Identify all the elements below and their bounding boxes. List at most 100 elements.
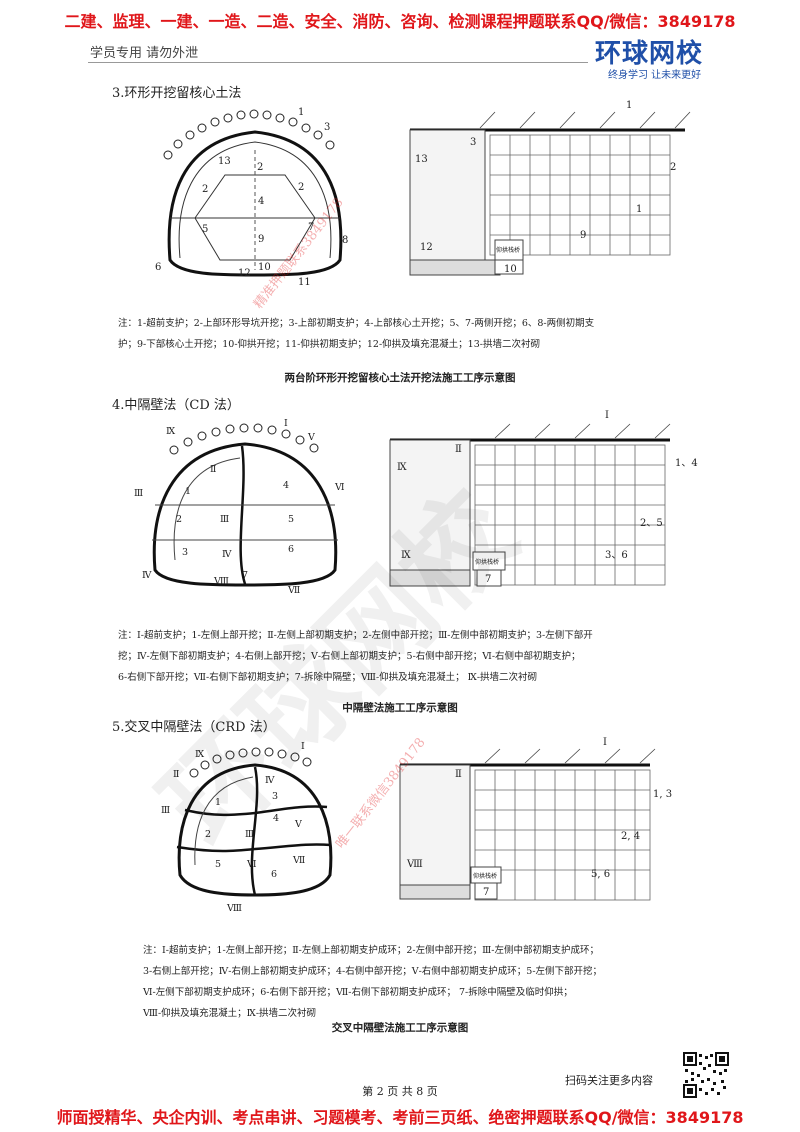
section-title-3: 3.环形开挖留核心土法 [112, 86, 242, 101]
diagram-label: 1、4 [675, 458, 698, 469]
diagram-label: 12 [420, 242, 433, 253]
notes-section-3: 注：1-超前支护；2-上部环形导坑开挖；3-上部初期支护；4-上部核心土开挖；5… [118, 313, 698, 355]
bottom-banner: 师面授精华、央企内训、考点串讲、习题模考、考前三页纸、绝密押题联系QQ/微信：3… [56, 1108, 744, 1127]
diagram-cd-cross-section: Ⅸ Ⅰ Ⅴ Ⅱ 1 4 Ⅲ Ⅵ 2 Ⅲ 5 3 Ⅳ 6 Ⅳ Ⅷ 7 Ⅶ [134, 418, 345, 596]
diagram-label: Ⅵ [246, 859, 257, 870]
diagram-label: 10 [258, 262, 271, 273]
diagram-label: 仰拱栈桥 [473, 872, 497, 880]
logo-slogan: 终身学习 让未来更好 [608, 70, 702, 81]
diagram-label: Ⅱ [455, 444, 462, 455]
diagram-label: Ⅲ [245, 829, 254, 840]
notes-section-5: 注：Ⅰ-超前支护；1-左侧上部开挖；Ⅱ-左侧上部初期支护成环；2-左侧中部开挖；… [143, 940, 703, 1024]
diagram-label: 1 [185, 486, 191, 497]
diagram-ring-longitudinal: 1 3 13 2 1 9 12 仰拱栈桥 10 [409, 100, 691, 276]
diagram-label: 5 [215, 859, 221, 870]
diagram-label: 1 [636, 204, 642, 215]
diagram-label: 4 [273, 813, 279, 824]
diagram-label: 4 [258, 196, 264, 207]
diagram-label: 5 [288, 514, 294, 525]
diagram-label: 13 [415, 154, 428, 165]
diagram-label: 5, 6 [591, 869, 610, 880]
diagram-label: Ⅲ [220, 514, 229, 525]
diagram-label: 6 [155, 262, 161, 273]
diagram-label: 1, 3 [653, 789, 672, 800]
diagram-label: 仰拱栈桥 [475, 558, 499, 566]
diagram-label: 2, 4 [621, 831, 640, 842]
page-number: 第 2 页 共 8 页 [362, 1085, 438, 1098]
diagram-label: 3 [182, 547, 188, 558]
diagram-label: Ⅷ [226, 903, 242, 914]
diagram-label: Ⅰ [605, 410, 609, 421]
diagram-label: 7 [242, 570, 248, 581]
diagram-label: 8 [342, 235, 348, 246]
diagram-label: 2 [670, 162, 676, 173]
diagram-label: 7 [308, 222, 314, 233]
scan-prompt: 扫码关注更多内容 [565, 1074, 653, 1087]
diagram-label: 2 [205, 829, 211, 840]
note-line: 注：Ⅰ-超前支护；1-左侧上部开挖；Ⅱ-左侧上部初期支护；2-左侧中部开挖；Ⅲ-… [118, 630, 593, 641]
diagram-label: 2 [176, 514, 182, 525]
diagram-label: 2 [202, 184, 208, 195]
diagram-label: Ⅷ [213, 576, 229, 587]
diagram-label: Ⅲ [161, 805, 170, 816]
diagram-label: Ⅶ [292, 855, 305, 866]
diagram-label: Ⅷ [406, 859, 423, 870]
diagram-label: 9 [580, 230, 586, 241]
diagram-label: Ⅸ [166, 426, 176, 437]
note-line: 挖；Ⅳ-左侧下部初期支护；4-右侧上部开挖；Ⅴ-右侧上部初期支护；5-右侧中部开… [118, 651, 581, 662]
diagram-label: 2 [257, 162, 263, 173]
diagram-label: Ⅵ [334, 482, 345, 493]
diagram-label: 13 [218, 156, 231, 167]
diagram-label: 10 [504, 264, 517, 275]
d1c-label: 1 [298, 107, 304, 118]
diagram-ring-cross-section: 1 3 13 2 2 2 4 5 7 9 8 6 12 10 11 [155, 107, 348, 288]
caption-section-3: 两台阶环形开挖留核心土法开挖法施工工序示意图 [284, 372, 516, 384]
diagram-label: 4 [283, 480, 289, 491]
diagram-label: Ⅶ [287, 585, 300, 596]
qr-code-icon[interactable] [683, 1052, 729, 1098]
diagram-label: 仰拱栈桥 [496, 246, 520, 254]
diagram-label: Ⅰ [284, 418, 288, 429]
diagram-label: 3 [324, 122, 330, 133]
header-notice: 学员专用 请勿外泄 [90, 46, 199, 61]
diagram-label: 2、5 [640, 518, 663, 529]
diagram-label: 1 [215, 797, 221, 808]
diagram-label: Ⅰ [603, 737, 607, 748]
diagram-label: Ⅳ [265, 775, 275, 786]
diagram-label: 12 [238, 268, 251, 279]
diagram-label: 3、6 [605, 550, 628, 561]
diagram-label: 6 [288, 544, 294, 555]
logo-text: 环球网校 [595, 39, 704, 69]
diagram-label: 2 [298, 182, 304, 193]
diagram-label: Ⅸ [195, 749, 205, 760]
note-line: 6-右侧下部开挖；Ⅶ-右侧下部初期支护；7-拆除中隔壁；Ⅷ-仰拱及填充混凝土； … [118, 672, 538, 683]
diagram-label: Ⅱ [210, 464, 216, 475]
note-line: Ⅷ-仰拱及填充混凝土；Ⅸ-拱墙二次衬砌 [143, 1008, 317, 1019]
note-line: 3-右侧上部开挖；Ⅳ-右侧上部初期支护成环；4-右侧中部开挖；Ⅴ-右侧中部初期支… [143, 966, 603, 977]
diagram-label: 7 [485, 574, 491, 585]
caption-section-5: 交叉中隔壁法施工工序示意图 [331, 1022, 469, 1034]
diagram-label: Ⅳ [142, 570, 152, 581]
section-title-4: 4.中隔壁法（CD 法） [112, 398, 240, 413]
diagram-cd-longitudinal: Ⅰ Ⅱ 1、4 Ⅸ 2、5 3、6 Ⅸ 仰拱栈桥 7 [389, 410, 698, 587]
diagram-label: 6 [271, 869, 277, 880]
diagram-label: Ⅴ [307, 432, 315, 443]
diagram-label: Ⅸ [397, 462, 407, 473]
top-banner: 二建、监理、一建、一造、二造、安全、消防、咨询、检测课程押题联系QQ/微信：38… [64, 12, 736, 31]
diagram-label: 3 [272, 791, 278, 802]
note-line: 注：1-超前支护；2-上部环形导坑开挖；3-上部初期支护；4-上部核心土开挖；5… [118, 318, 595, 329]
caption-section-4: 中隔壁法施工工序示意图 [342, 702, 458, 714]
diagram-label: 9 [258, 234, 264, 245]
note-line: 注：Ⅰ-超前支护；1-左侧上部开挖；Ⅱ-左侧上部初期支护成环；2-左侧中部开挖；… [143, 945, 600, 956]
diagram-label: 5 [202, 224, 208, 235]
diagram-label: Ⅲ [134, 488, 143, 499]
section-title-5: 5.交叉中隔壁法（CRD 法） [112, 720, 276, 735]
note-line: 护；9-下部核心土开挖；10-仰拱开挖；11-仰拱初期支护；12-仰拱及填充混凝… [118, 339, 540, 350]
diagram-label: 11 [298, 277, 311, 288]
diagram-crd-longitudinal: Ⅰ Ⅱ 1, 3 2, 4 5, 6 Ⅷ 仰拱栈桥 7 [399, 737, 672, 901]
diagram-label: Ⅴ [294, 819, 302, 830]
diagram-label: Ⅱ [455, 769, 462, 780]
diagram-label: Ⅰ [301, 741, 305, 752]
diagram-label: Ⅸ [401, 550, 411, 561]
note-line: Ⅵ-左侧下部初期支护成环；6-右侧下部开挖；Ⅶ-右侧下部初期支护成环； 7-拆除… [143, 987, 573, 998]
